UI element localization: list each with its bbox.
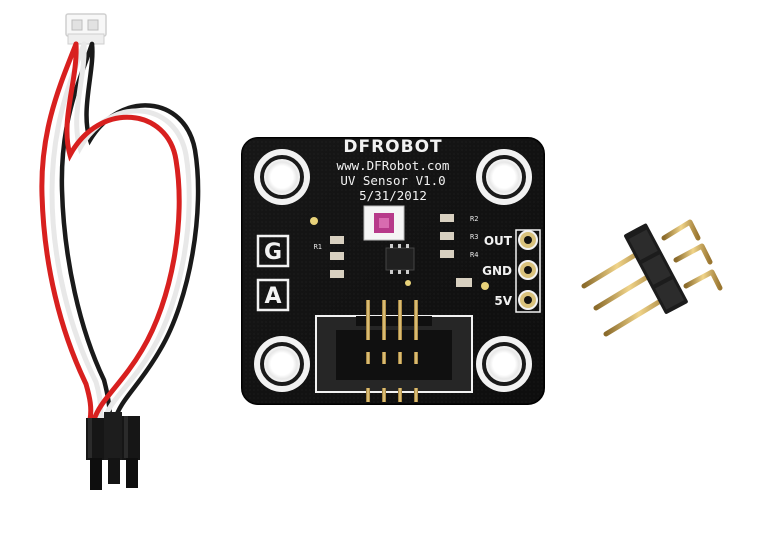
- dupont-connectors: [86, 412, 140, 490]
- ic-chip: [385, 244, 415, 274]
- mounting-holes: [254, 149, 532, 392]
- white-wire: [74, 41, 192, 423]
- svg-text:G: G: [264, 240, 282, 265]
- male-header-pins: [581, 219, 723, 337]
- red-wire: [64, 41, 182, 423]
- svg-text:R1: R1: [314, 243, 322, 251]
- svg-text:R2: R2: [470, 215, 478, 223]
- pin-label-out: OUT: [484, 234, 513, 248]
- svg-text:A: A: [264, 284, 281, 309]
- svg-text:R3: R3: [470, 233, 478, 241]
- date-label: 5/31/2012: [359, 188, 427, 203]
- black-wire: [84, 41, 201, 423]
- smd-components: R1 R2 R3 R4: [314, 214, 478, 287]
- g-marking: G: [256, 234, 290, 268]
- jumper-cable: [39, 13, 201, 490]
- jst-connector: [65, 13, 107, 45]
- pin-header-holes: [515, 229, 541, 313]
- uv-sensor-board: DFROBOT www.DFRobot.com UV Sensor V1.0 5…: [241, 137, 545, 405]
- uv-sensor-chip: [363, 205, 405, 241]
- pin-label-5v: 5V: [494, 294, 512, 308]
- gravity-connector: [315, 300, 473, 402]
- pin-label-gnd: GND: [482, 264, 512, 278]
- brand-logo: DFROBOT: [343, 137, 442, 157]
- website-label: www.DFRobot.com: [337, 158, 450, 173]
- svg-text:R4: R4: [470, 251, 478, 259]
- a-marking: A: [256, 278, 290, 312]
- product-label: UV Sensor V1.0: [340, 173, 445, 188]
